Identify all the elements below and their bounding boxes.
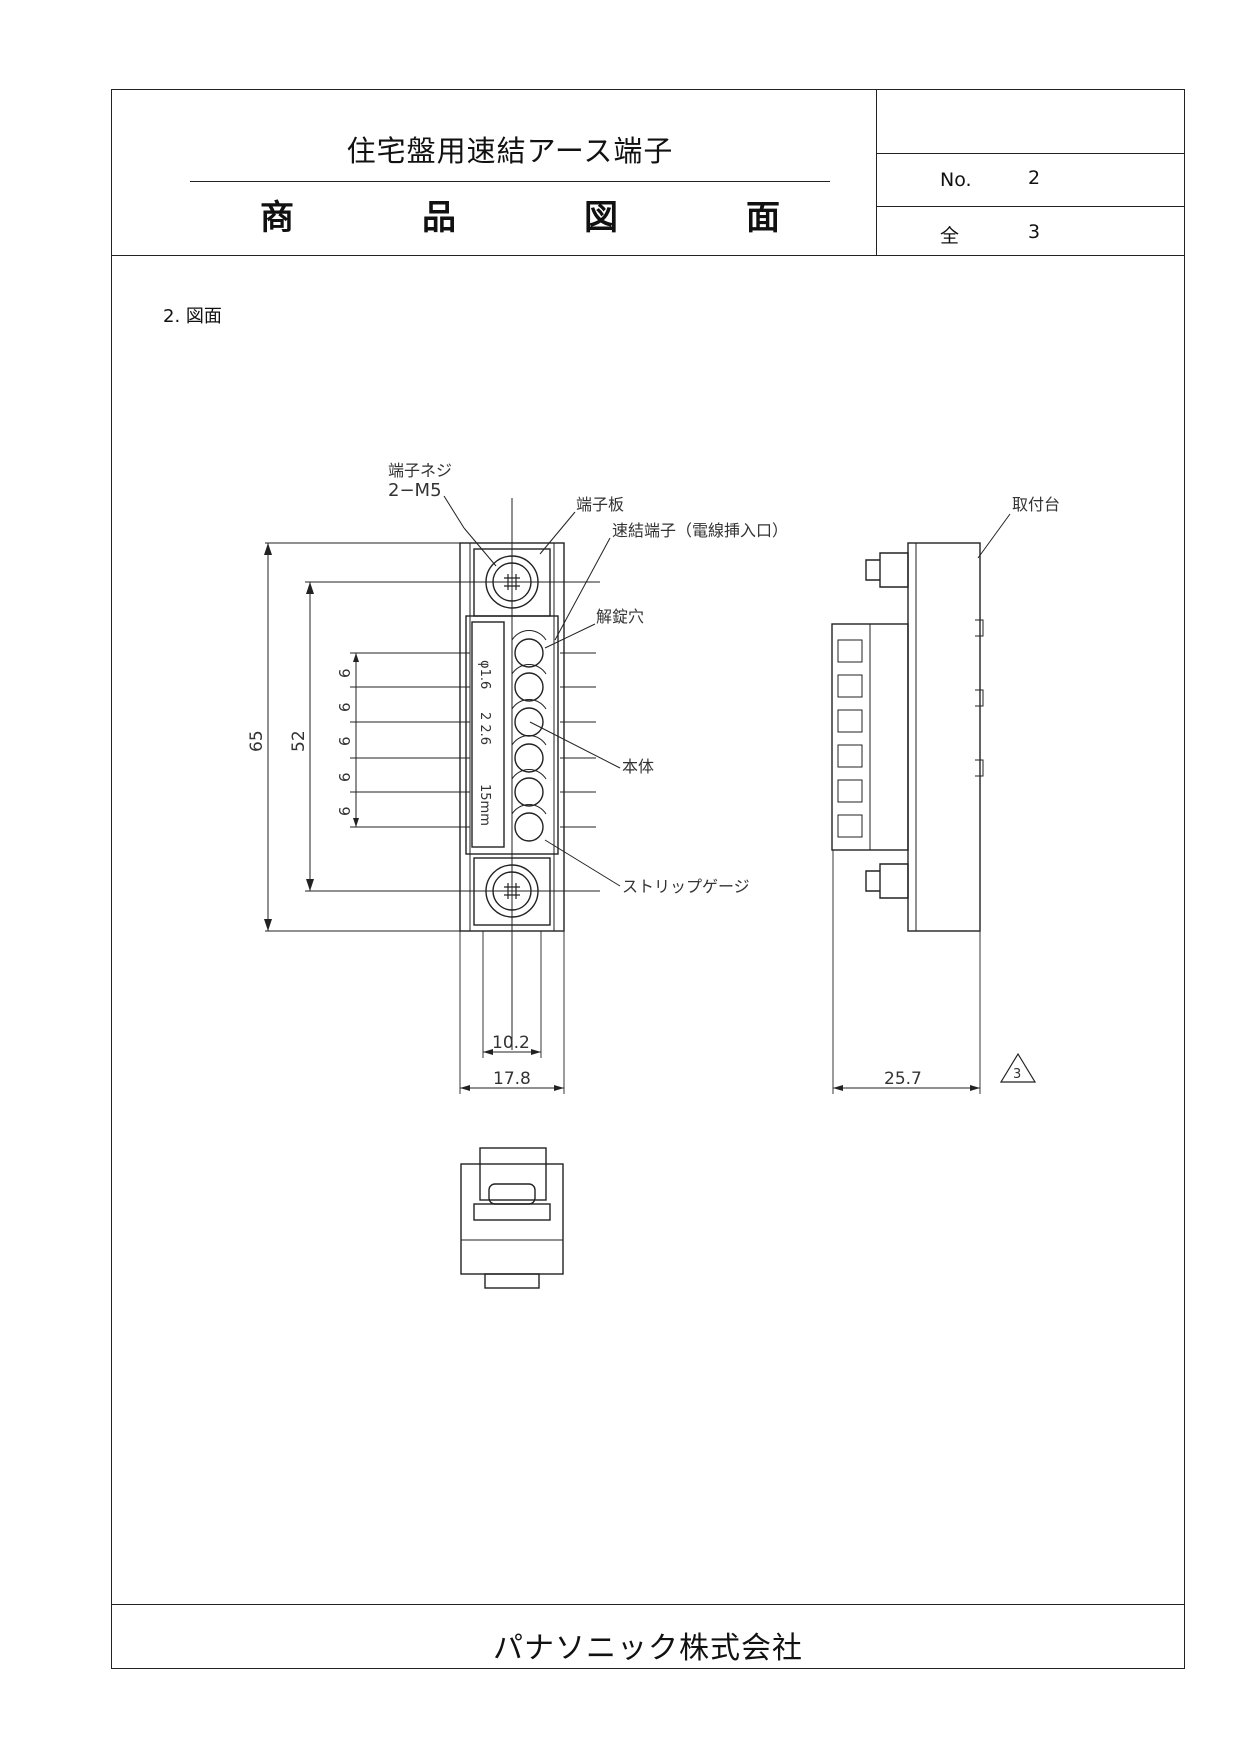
product-name: 住宅盤用速結アース端子 <box>346 134 674 168</box>
bottom-screw-cross <box>504 883 520 899</box>
bottom-view-outline <box>460 1163 564 1275</box>
drawing-frame <box>111 89 1185 1669</box>
wire-hole <box>514 743 544 773</box>
bottom-view-terminal <box>473 1203 551 1221</box>
dim-overall-height: 65 <box>247 730 267 752</box>
callout-quick-terminal: 速結端子（電線挿入口） <box>612 521 788 540</box>
callout-body: 本体 <box>622 757 654 776</box>
base-notches <box>975 619 984 777</box>
strip-gauge-panel <box>471 621 505 848</box>
dim-overall-width: 17.8 <box>493 1069 531 1089</box>
bottom-view-screw <box>488 1183 536 1205</box>
wire-holes <box>511 630 547 842</box>
callout-release-hole: 解錠穴 <box>596 607 644 626</box>
sheet-total-label: 全 <box>940 225 960 247</box>
side-body-ribs <box>837 624 871 850</box>
sheet-no-value: 2 <box>1028 167 1041 189</box>
side-view <box>831 513 1037 1094</box>
revision-number: 3 <box>1013 1067 1021 1082</box>
mounting-base-outline <box>907 542 981 932</box>
hole-arcs <box>511 630 547 815</box>
top-screw-cross <box>504 574 520 590</box>
doc-type-char: 品 <box>422 198 456 238</box>
title-block-bottom-rule <box>111 255 1185 256</box>
company-name: パナソニック株式会社 <box>493 1631 803 1666</box>
doc-type-char: 図 <box>584 198 618 238</box>
dimension-lines <box>267 543 564 1089</box>
drawing-text: 端子ネジ 2−M5 端子板 速結端子（電線挿入口） 解錠穴 本体 ストリップゲー… <box>247 461 1060 1089</box>
dim-hole-pitch: 6 <box>336 806 354 816</box>
dim-hole-pitch: 6 <box>336 772 354 782</box>
front-outline <box>459 542 565 932</box>
bottom-terminal-plate <box>473 857 551 926</box>
title-rule <box>190 181 830 182</box>
callout-terminal-plate: 端子板 <box>576 495 624 514</box>
wire-hole <box>514 638 544 668</box>
doc-type-char: 商 <box>260 198 294 238</box>
sheet-total-value: 3 <box>1028 221 1041 243</box>
terminal-body <box>465 615 559 855</box>
dim-screw-width: 10.2 <box>492 1033 530 1053</box>
leader-lines <box>443 495 621 887</box>
dim-hole-pitch: 6 <box>336 668 354 678</box>
callout-terminal-screw-spec: 2−M5 <box>388 480 442 501</box>
callout-mounting-base: 取付台 <box>1012 495 1060 514</box>
document-type-title: 商 品 図 面 <box>260 190 780 239</box>
strip-gauge-sizes: 2 2.6 <box>477 712 492 745</box>
wire-hole <box>514 812 544 842</box>
revision-triangle <box>999 1052 1037 1083</box>
base-leader <box>977 513 1011 559</box>
footer-rule <box>111 1604 1185 1605</box>
callout-terminal-screw: 端子ネジ <box>388 461 452 480</box>
title-block-divider <box>876 89 877 256</box>
wire-hole <box>514 707 544 737</box>
dim-hole-pitch: 6 <box>336 702 354 712</box>
wire-hole <box>514 672 544 702</box>
sheet-no-label: No. <box>940 169 972 191</box>
dim-screw-pitch: 52 <box>289 730 309 752</box>
dim-depth: 25.7 <box>884 1069 922 1089</box>
dim-hole-pitch: 6 <box>336 736 354 746</box>
front-view <box>264 495 621 1094</box>
callout-strip-gauge: ストリップゲージ <box>622 877 750 896</box>
extension-lines <box>265 542 600 1094</box>
title-block-row-rule-2 <box>876 206 1185 207</box>
doc-type-char: 面 <box>746 198 780 238</box>
strip-gauge-length: 15mm <box>477 784 492 826</box>
section-label: 2. 図面 <box>163 306 222 327</box>
side-top-screw <box>865 552 909 588</box>
strip-gauge-diameter: φ1.6 <box>477 660 492 689</box>
dimension-arrows <box>264 543 564 1091</box>
bottom-view <box>460 1147 564 1289</box>
bottom-view-plate <box>479 1147 547 1201</box>
bottom-view-foot <box>484 1273 540 1289</box>
side-bottom-screw <box>865 863 909 899</box>
title-block-row-rule-1 <box>876 153 1185 154</box>
wire-hole <box>514 777 544 807</box>
